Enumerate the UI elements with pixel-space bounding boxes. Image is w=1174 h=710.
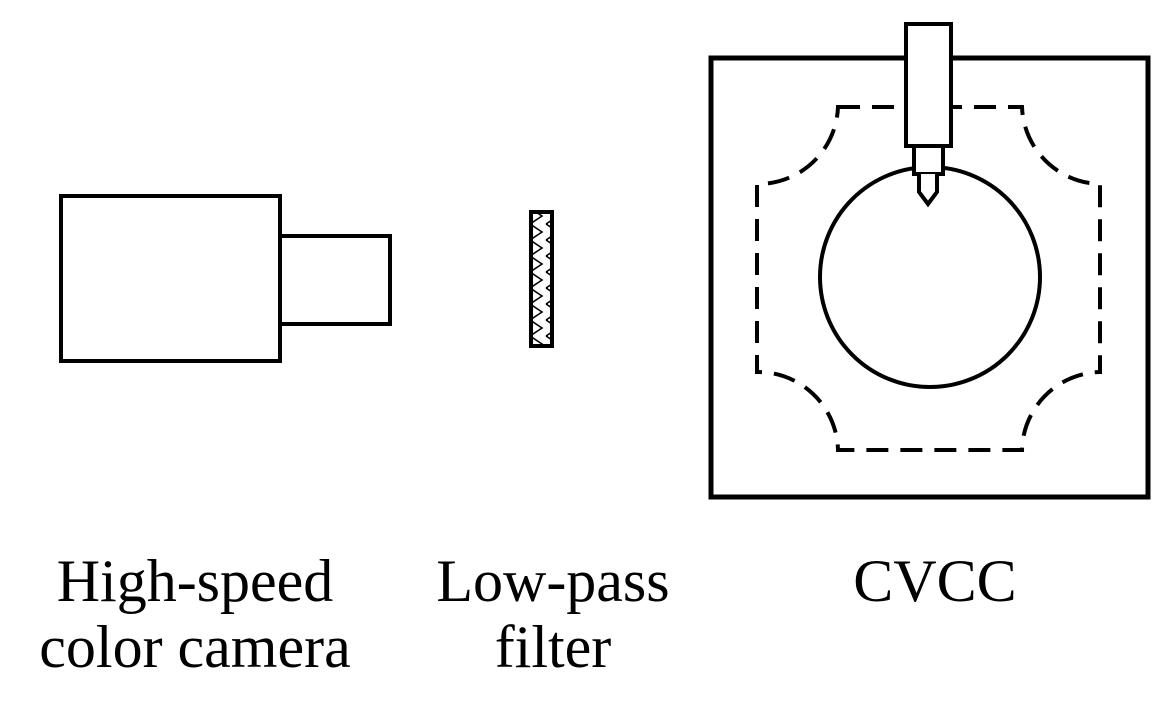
injector-body [904,22,953,148]
cvcc-label: CVCC [710,548,1160,614]
cvcc-label-line-1: CVCC [853,548,1017,614]
cvcc-window-outline [755,105,1102,452]
filter-label-line-2: filter [494,614,612,680]
injector-tip [917,174,939,208]
camera-body [59,194,282,363]
cvcc-group [708,22,1151,500]
camera-label-line-2: color camera [39,614,351,680]
injector-neck [912,144,945,176]
filter-label: Low-pass filter [398,548,708,680]
camera-lens [278,234,392,326]
camera-label-line-1: High-speed [56,548,334,614]
low-pass-filter [529,210,554,348]
camera-label: High-speed color camera [0,548,390,680]
filter-group [529,210,554,348]
filter-label-line-1: Low-pass [436,548,670,614]
camera-group [59,194,392,363]
